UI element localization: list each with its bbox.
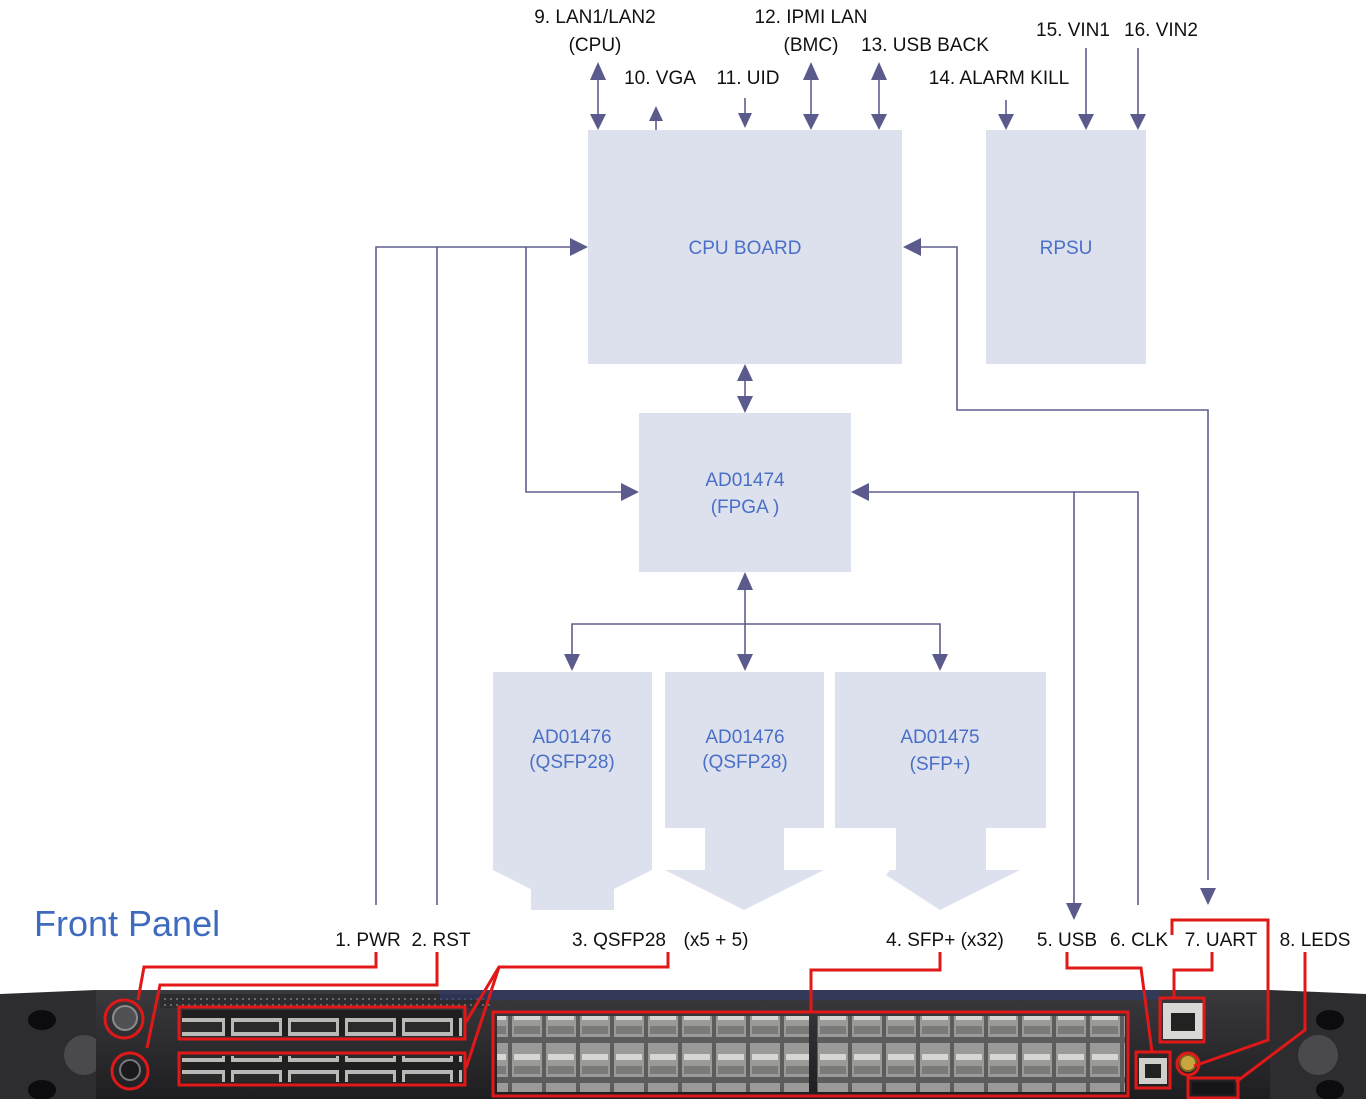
callout-usb [1134, 1050, 1172, 1090]
block-fpga: AD01474 (FPGA ) [639, 413, 851, 572]
sfp-cage-right [817, 1016, 1125, 1092]
block-cpu-board: CPU BOARD [588, 130, 902, 364]
sfp-label-line1: AD01475 [900, 727, 979, 748]
reset-button[interactable] [119, 1059, 141, 1081]
connectors [375, 48, 1209, 905]
rack-hole [28, 1010, 56, 1030]
label-qsfp28-count: (x5 + 5) [684, 930, 749, 951]
sfp-cage-left [497, 1016, 809, 1092]
label-ipmi-line1: 12. IPMI LAN [755, 7, 868, 28]
thumbscrew [64, 1035, 104, 1075]
front-panel-labels: 1. PWR 2. RST 3. QSFP28 (x5 + 5) 4. SFP+… [335, 930, 1350, 951]
label-usb-back: 13. USB BACK [861, 35, 989, 56]
rack-ear-left [0, 990, 96, 1099]
label-pwr: 1. PWR [335, 930, 400, 951]
label-lan-line1: 9. LAN1/LAN2 [534, 7, 655, 28]
fpga-label-line1: AD01474 [705, 470, 785, 491]
block-qsfp28-b: AD01476 (QSFP28) [665, 672, 824, 910]
block-qsfp28-a: AD01476 (QSFP28) [493, 672, 652, 910]
label-uid: 11. UID [716, 68, 779, 89]
label-uart: 7. UART [1185, 930, 1258, 951]
led-strip [1192, 1082, 1234, 1094]
vent-strip [160, 994, 490, 1008]
callout-qsfp28-top [177, 1005, 467, 1041]
uart-port-socket [1171, 1013, 1195, 1031]
clk-connector [1179, 1054, 1197, 1072]
callout-clk [1175, 1051, 1201, 1077]
top-band [440, 990, 1160, 1000]
qsfp28-b-label-line1: AD01476 [705, 727, 784, 748]
rack-hole [1316, 1080, 1344, 1099]
rpsu-label: RPSU [1040, 238, 1093, 259]
label-sfp: 4. SFP+ (x32) [886, 930, 1004, 951]
block-sfp: AD01475 (SFP+) [835, 672, 1046, 910]
power-button[interactable] [112, 1005, 138, 1031]
sfp-label-line2: (SFP+) [910, 754, 971, 775]
qsfp28-ports-bottom [182, 1056, 462, 1082]
top-labels: 9. LAN1/LAN2 (CPU) 10. VGA 11. UID 12. I… [534, 7, 1198, 89]
callout-pwr-ring [103, 998, 145, 1040]
usb-port-socket [1145, 1064, 1161, 1078]
callout-rst-ring [110, 1051, 150, 1091]
rack-hole [28, 1080, 56, 1099]
cpu-board-label: CPU BOARD [689, 238, 802, 259]
label-vin2: 16. VIN2 [1124, 20, 1198, 41]
arrowheads [564, 62, 1216, 920]
label-leds: 8. LEDS [1280, 930, 1351, 951]
label-clk: 6. CLK [1110, 930, 1168, 951]
callouts [103, 918, 1307, 1099]
thumbscrew [1298, 1035, 1338, 1075]
callout-uart [1158, 996, 1206, 1044]
qsfp28-b-label-line2: (QSFP28) [702, 752, 788, 773]
label-qsfp28: 3. QSFP28 [572, 930, 666, 951]
label-vga: 10. VGA [624, 68, 696, 89]
label-alarm-kill: 14. ALARM KILL [929, 68, 1069, 89]
rack-hole [1316, 1010, 1344, 1030]
callout-qsfp28-bottom [177, 1051, 467, 1087]
qsfp28-ports-top [182, 1010, 462, 1036]
label-usb: 5. USB [1037, 930, 1097, 951]
qsfp28-a-label-line1: AD01476 [532, 727, 611, 748]
block-rpsu: RPSU [986, 130, 1146, 364]
label-lan-line2: (CPU) [569, 35, 622, 56]
label-ipmi-line2: (BMC) [784, 35, 839, 56]
front-panel-title: Front Panel [34, 903, 220, 944]
label-rst: 2. RST [411, 930, 471, 951]
callout-leds [1186, 1076, 1240, 1099]
qsfp28-a-label-line2: (QSFP28) [529, 752, 615, 773]
label-vin1: 15. VIN1 [1036, 20, 1110, 41]
fpga-label-line2: (FPGA ) [711, 497, 780, 518]
callout-sfp [491, 1010, 1130, 1098]
